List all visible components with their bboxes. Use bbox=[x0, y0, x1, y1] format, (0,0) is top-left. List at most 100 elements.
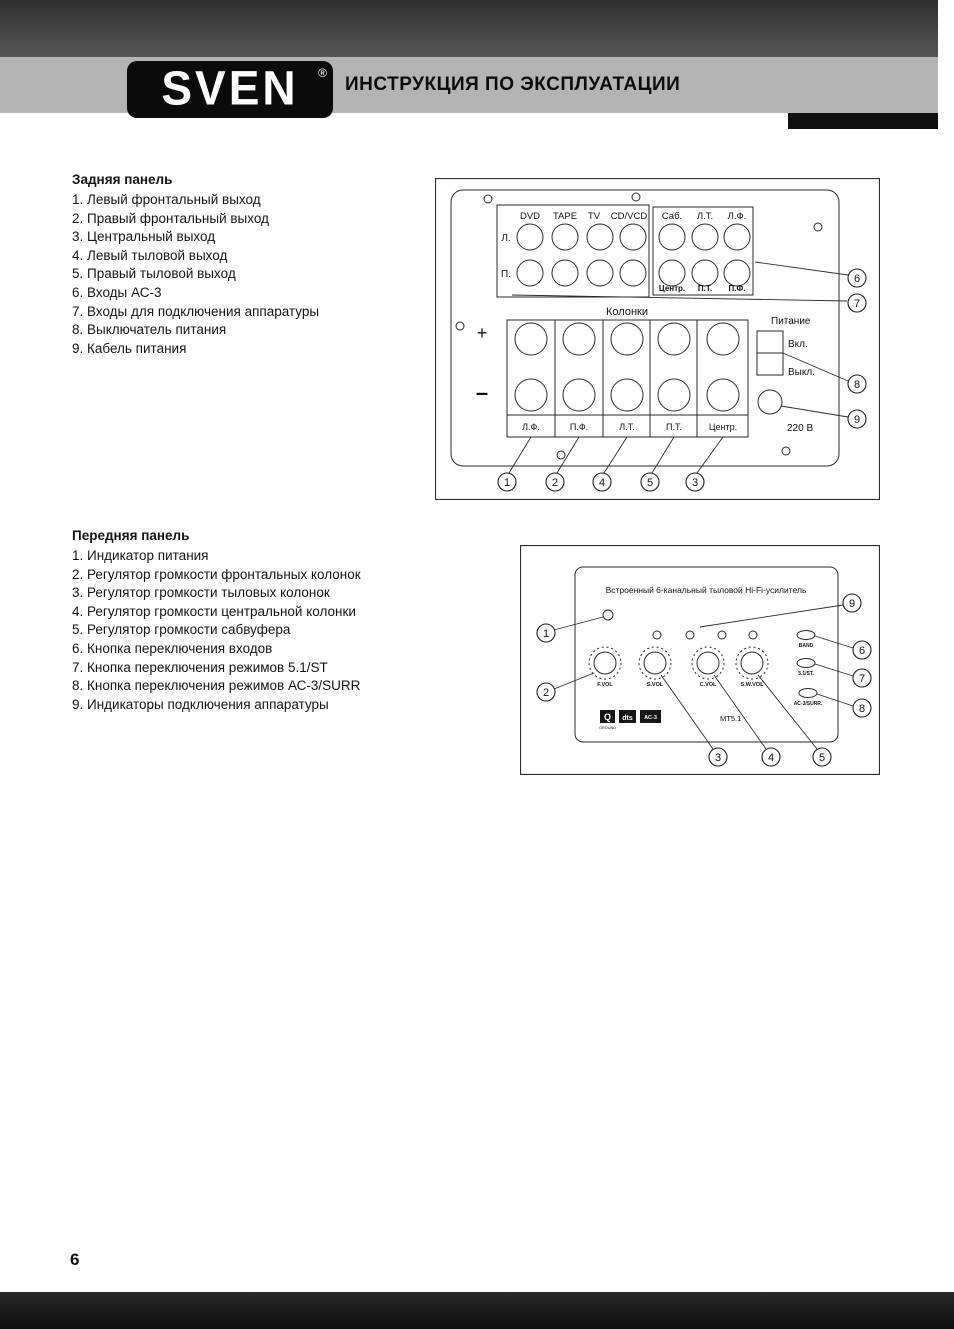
input-jacks-section: DVD TAPE TV CD/VCD Саб. Л.Т. Л.Ф. Л. П. … bbox=[496, 204, 754, 298]
list-item: 9. Кабель питания bbox=[72, 340, 187, 356]
callout-5: 5 bbox=[640, 472, 660, 492]
speaker-terminal-icons bbox=[514, 322, 740, 412]
callout-3: 3 bbox=[685, 472, 705, 492]
callout-number: 8 bbox=[854, 379, 860, 391]
callout-4: 4 bbox=[761, 747, 781, 767]
volume-knobs: F.VOL S.VOL C.VOL S.W.VOL bbox=[588, 646, 769, 688]
list-item: 2. Правый фронтальный выход bbox=[72, 210, 269, 226]
rear-panel-section: Задняя панель 1. Левый фронтальный выход… bbox=[72, 172, 319, 358]
label-speaker-pf: П.Ф. bbox=[570, 422, 588, 432]
51st-button-icon bbox=[796, 658, 816, 668]
header-top-bar bbox=[0, 0, 938, 57]
input-row-labels: Л. П. bbox=[501, 233, 511, 280]
input-box-ac3 bbox=[652, 206, 754, 296]
label-centr: Центр. bbox=[659, 284, 685, 293]
label-swvol: S.W.VOL bbox=[741, 682, 765, 688]
list-item: 6. Входы АС-3 bbox=[72, 284, 162, 300]
callout-number: 1 bbox=[504, 477, 510, 489]
label-speaker-pt: П.Т. bbox=[666, 422, 682, 432]
format-logos: Q GROUND dts AC-3 МТ5.1 bbox=[599, 710, 741, 730]
dts-logo-icon bbox=[619, 710, 636, 723]
power-led-icon bbox=[602, 609, 614, 621]
label-ac3surr: AC-3/SURR. bbox=[794, 701, 823, 707]
rear-panel-diagram: DVD TAPE TV CD/VCD Саб. Л.Т. Л.Ф. Л. П. … bbox=[435, 178, 880, 500]
callout-number: 9 bbox=[849, 598, 855, 610]
power-title: Питание bbox=[771, 316, 811, 327]
callout-3: 3 bbox=[708, 747, 728, 767]
label-left-row: Л. bbox=[501, 233, 510, 244]
input-box-main bbox=[496, 204, 650, 298]
label-right-row: П. bbox=[501, 269, 511, 280]
callout-number: 4 bbox=[599, 477, 605, 489]
footer-bar bbox=[0, 1292, 954, 1329]
panel-screw-icons bbox=[455, 192, 823, 460]
front-diagram-frame bbox=[520, 545, 880, 775]
dts-logo-text: dts bbox=[622, 715, 633, 722]
list-item: 1. Левый фронтальный выход bbox=[72, 192, 261, 207]
front-panel-section: Передняя панель 1. Индикатор питания 2. … bbox=[72, 528, 361, 714]
callout-6: 6 bbox=[847, 268, 867, 288]
speakers-title: Колонки bbox=[606, 306, 648, 318]
ground-label: GROUND bbox=[599, 726, 616, 730]
rca-jack-icons bbox=[516, 223, 751, 287]
label-sub: Саб. bbox=[662, 211, 682, 222]
input-bottom-labels: Центр. П.Т. П.Ф. bbox=[659, 284, 746, 293]
label-tv: TV bbox=[588, 211, 601, 222]
callout-2: 2 bbox=[545, 472, 565, 492]
list-item: 3. Центральный выход bbox=[72, 229, 216, 245]
front-volume-knob bbox=[593, 651, 617, 675]
callout-2: 2 bbox=[536, 682, 556, 702]
label-pf: П.Ф. bbox=[728, 284, 745, 293]
front-panel-heading: Передняя панель bbox=[72, 528, 190, 543]
callout-leader-lines bbox=[508, 261, 849, 474]
callout-7: 7 bbox=[847, 293, 867, 313]
label-band: BAND bbox=[799, 643, 814, 649]
callout-7: 7 bbox=[852, 668, 872, 688]
list-item: 9. Индикаторы подключения аппаратуры bbox=[72, 696, 329, 712]
callout-8: 8 bbox=[852, 698, 872, 718]
rear-panel-outline bbox=[450, 189, 840, 467]
list-item: 3. Регулятор громкости тыловых колонок bbox=[72, 585, 330, 601]
callout-5: 5 bbox=[812, 747, 832, 767]
rear-panel-heading: Задняя панель bbox=[72, 172, 173, 187]
voltage-label: 220 В bbox=[787, 423, 813, 434]
label-cdvcd: CD/VCD bbox=[611, 211, 648, 222]
callout-6: 6 bbox=[852, 640, 872, 660]
label-svol: S.VOL bbox=[647, 682, 664, 688]
list-item: 7. Кнопка переключения режимов 5.1/ST bbox=[72, 659, 328, 675]
list-item: 8. Выключатель питания bbox=[72, 322, 227, 338]
front-panel-outline bbox=[574, 566, 839, 743]
sven-logo-text: SVEN bbox=[161, 60, 299, 115]
callout-number: 5 bbox=[647, 477, 653, 489]
label-fvol: F.VOL bbox=[597, 682, 613, 688]
power-off-label: Выкл. bbox=[788, 367, 815, 378]
front-panel-title: Встроенный 6-канальный тыловой Hi-Fi-уси… bbox=[606, 585, 807, 595]
callout-number: 3 bbox=[692, 477, 698, 489]
speaker-dividers bbox=[507, 320, 748, 437]
speaker-labels: Л.Ф. П.Ф. Л.Т. П.Т. Центр. bbox=[522, 422, 737, 432]
speaker-box bbox=[506, 319, 749, 438]
callout-9: 9 bbox=[842, 593, 862, 613]
source-indicator-icons bbox=[652, 630, 758, 640]
page-number: 6 bbox=[70, 1250, 80, 1269]
ac3-logo-text: AC-3 bbox=[644, 715, 657, 721]
callout-number: 2 bbox=[543, 687, 549, 699]
callout-leader-lines bbox=[553, 604, 854, 750]
sven-logo: SVEN ® bbox=[127, 61, 333, 118]
header-step-bar bbox=[788, 113, 938, 129]
label-51st: 5.1/ST. bbox=[798, 671, 814, 677]
callout-number: 2 bbox=[552, 477, 558, 489]
label-tape: TAPE bbox=[553, 211, 577, 222]
callout-number: 6 bbox=[859, 645, 865, 657]
callout-number: 8 bbox=[859, 703, 865, 715]
q-logo-text: Q bbox=[604, 712, 611, 722]
list-item: 4. Левый тыловой выход bbox=[72, 247, 228, 263]
label-speaker-lt: Л.Т. bbox=[619, 422, 634, 432]
plus-polarity-label: + bbox=[477, 323, 488, 343]
callout-number: 1 bbox=[543, 628, 549, 640]
center-volume-knob bbox=[696, 651, 720, 675]
subwoofer-volume-knob bbox=[740, 651, 764, 675]
list-item: 1. Индикатор питания bbox=[72, 548, 209, 563]
mode-buttons: BAND 5.1/ST. AC-3/SURR. bbox=[794, 630, 823, 707]
